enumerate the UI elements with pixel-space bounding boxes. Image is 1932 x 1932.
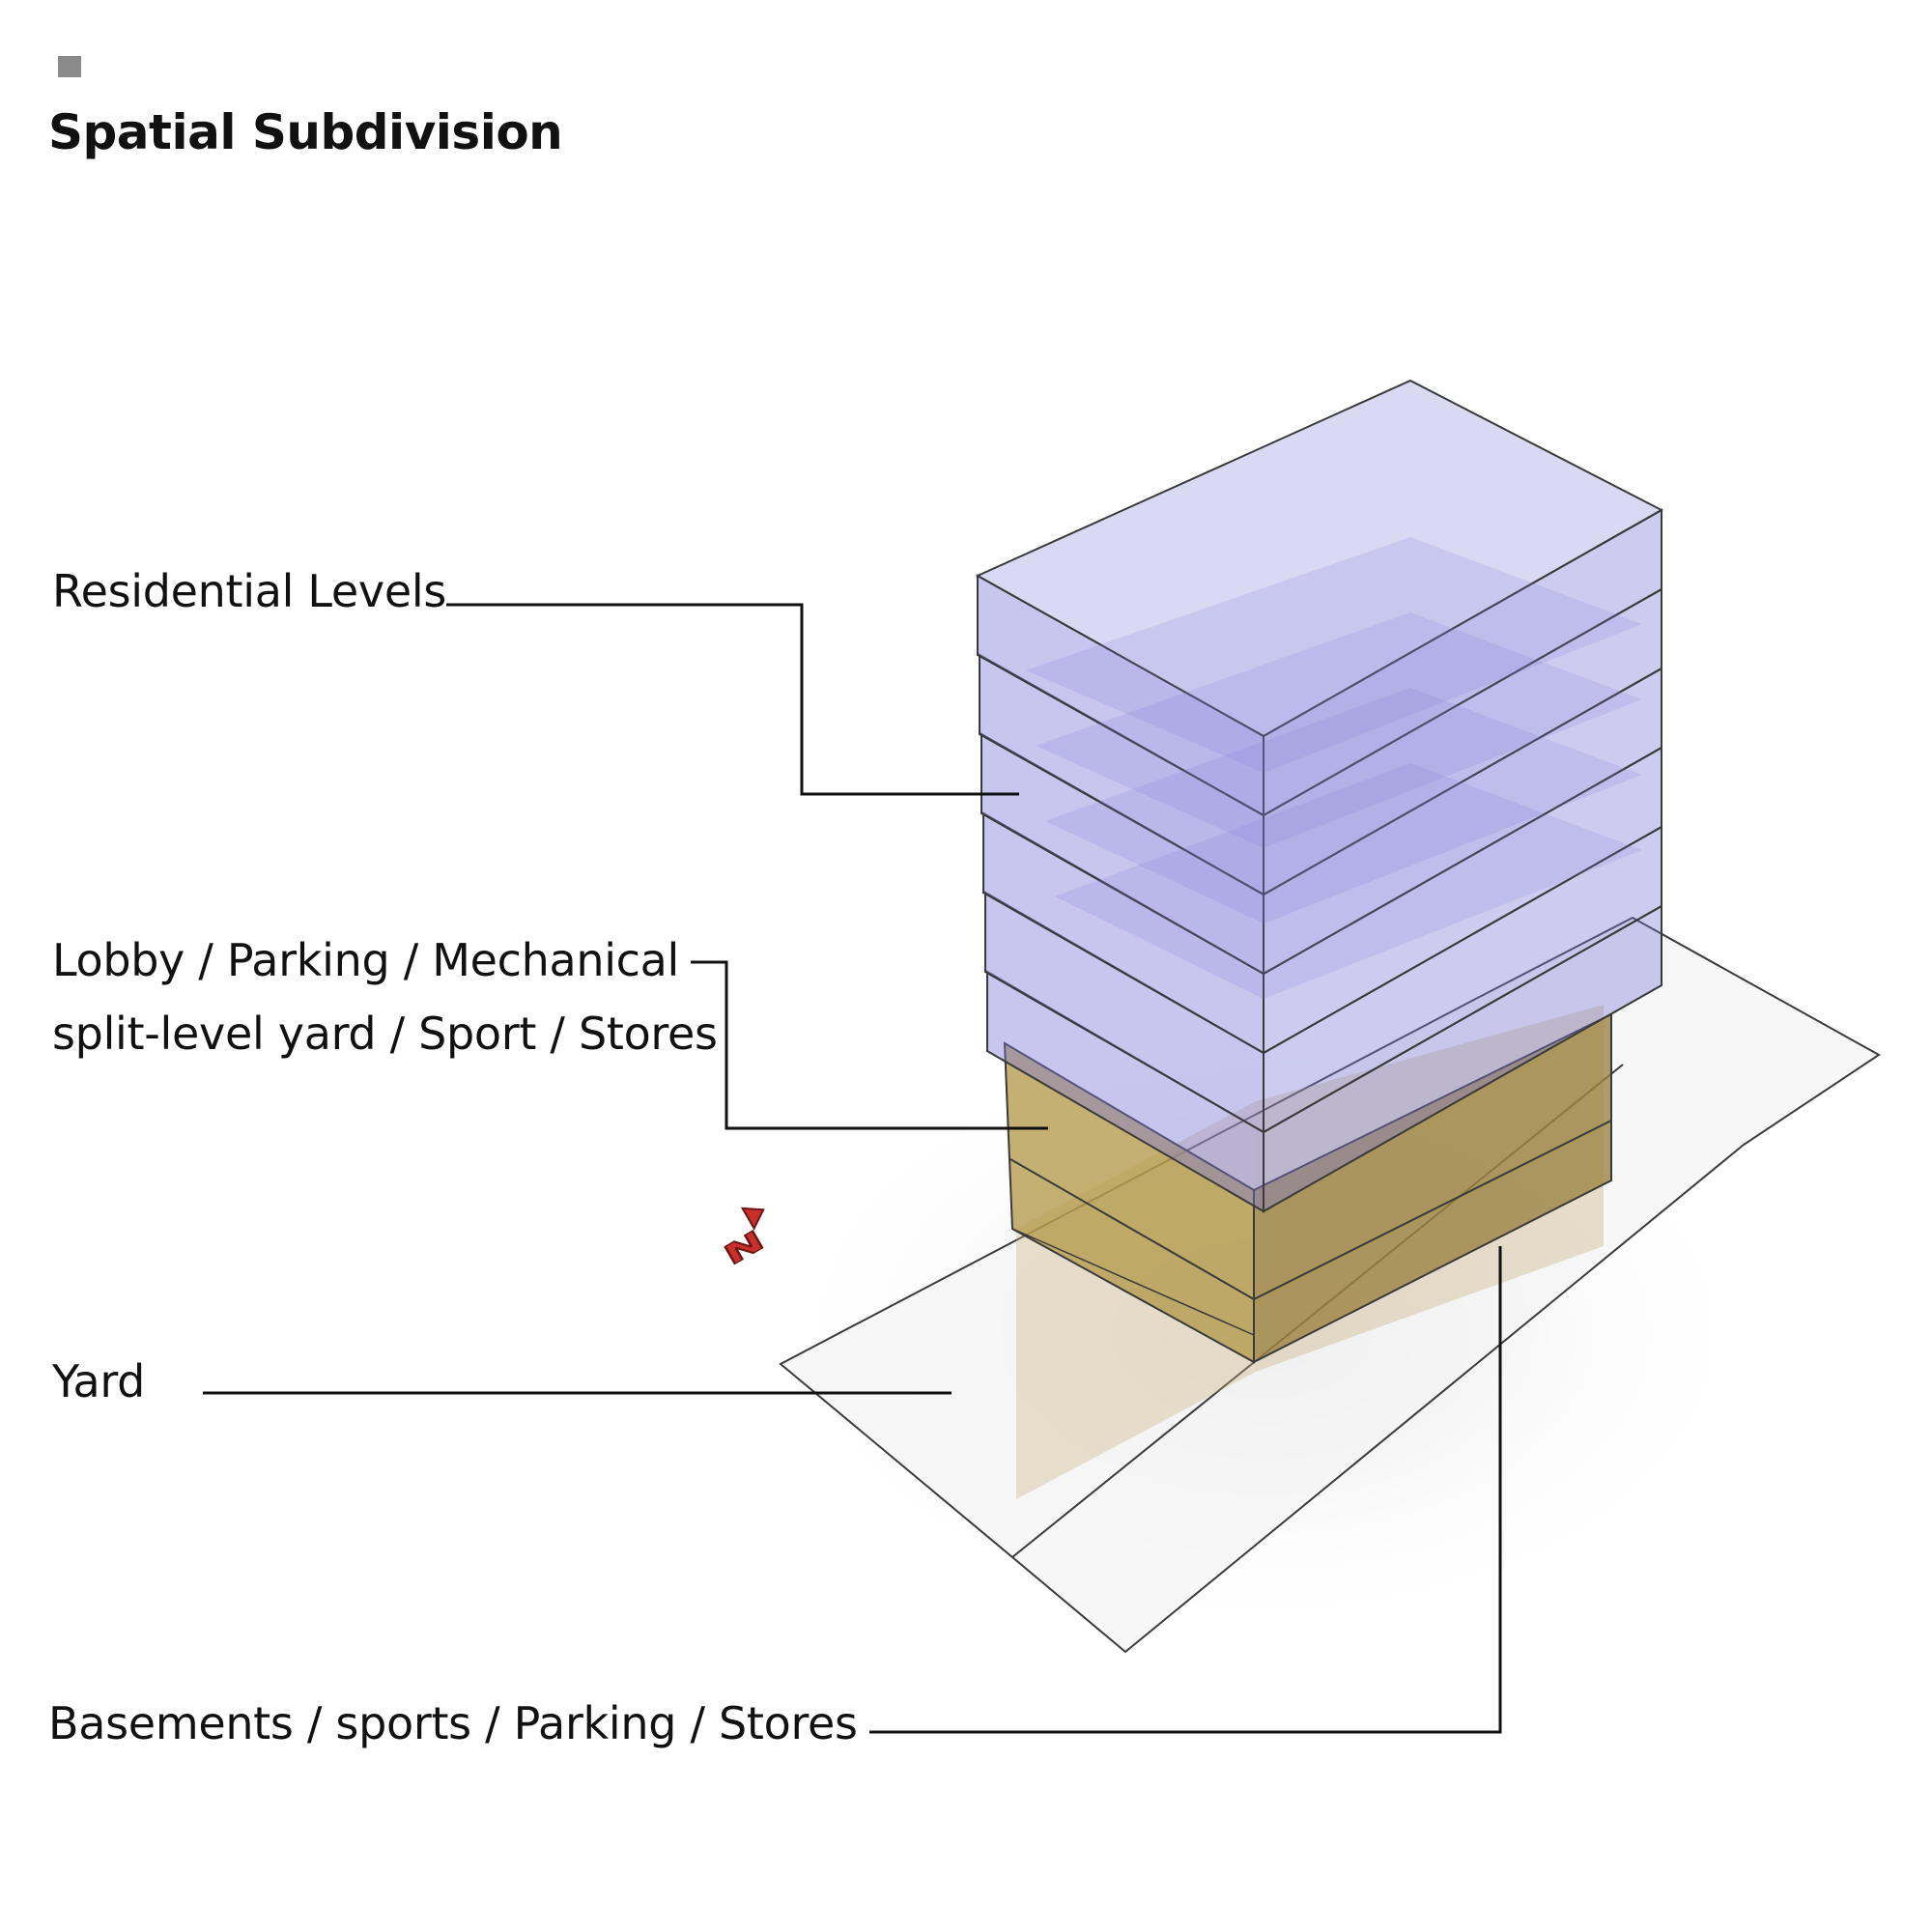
- residential-inner-layer: [1026, 537, 1642, 773]
- leader-residential: [446, 603, 1019, 796]
- label-basements: Basements / sports / Parking / Stores: [48, 1697, 858, 1749]
- podium-side-face: [1253, 1012, 1612, 1364]
- podium-level-line: [1011, 1228, 1255, 1336]
- label-lobby-line2: split-level yard / Sport / Stores: [52, 1008, 718, 1060]
- podium-level-line: [1253, 1120, 1612, 1300]
- residential-inner-layer: [1055, 763, 1642, 999]
- residential-inner-layer: [1036, 612, 1642, 848]
- residential-roof: [975, 379, 1664, 738]
- label-yard: Yard: [52, 1355, 146, 1407]
- north-arrow-icon: N: [718, 1207, 771, 1272]
- residential-inner-layer: [1045, 688, 1642, 923]
- podium-level-line: [1009, 1158, 1255, 1300]
- diagram-title: Spatial Subdivision: [48, 104, 563, 160]
- leader-lobby: [691, 960, 1048, 1130]
- podium-volume: [1003, 1012, 1612, 1364]
- leader-basements: [869, 1246, 1502, 1734]
- label-residential-levels: Residential Levels: [52, 565, 446, 617]
- north-arrow-letter: N: [719, 1224, 770, 1272]
- section-marker: [58, 56, 81, 77]
- label-lobby-line1: Lobby / Parking / Mechanical: [52, 934, 680, 986]
- residential-tower: [975, 379, 1664, 1213]
